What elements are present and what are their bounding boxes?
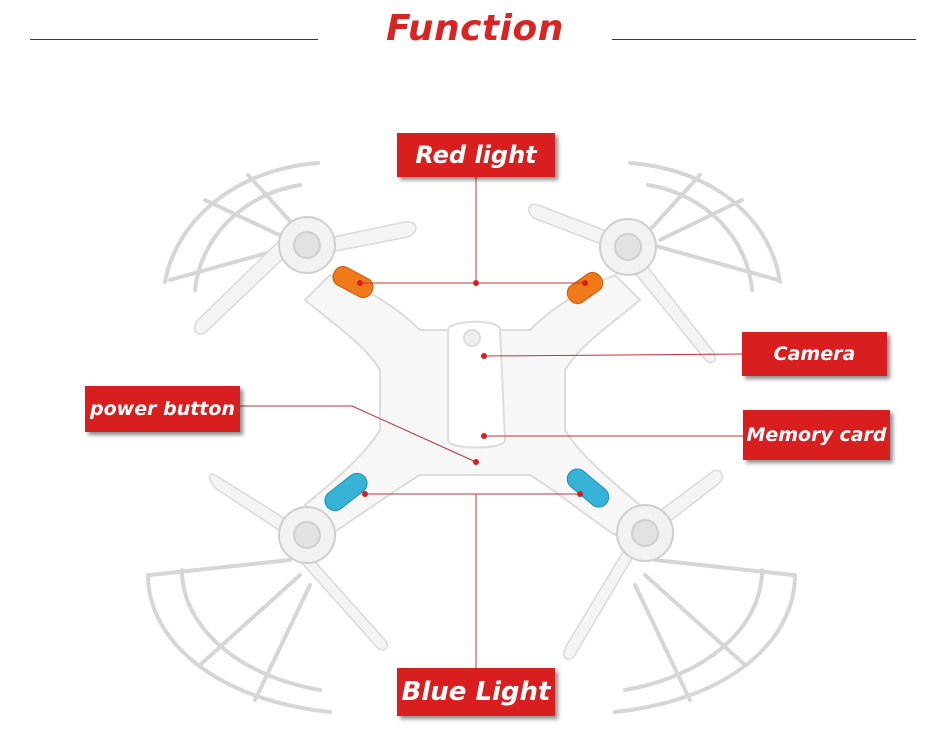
propeller-guards bbox=[146, 161, 797, 714]
blue-light-label: Blue Light bbox=[397, 668, 555, 716]
callout-points bbox=[357, 280, 588, 497]
page-title: Function bbox=[386, 8, 564, 49]
red-light-housings bbox=[332, 265, 604, 305]
leader-lines bbox=[240, 177, 743, 668]
drone-body bbox=[303, 273, 642, 537]
camera-label: Camera bbox=[742, 332, 887, 376]
title-rule-right bbox=[612, 39, 916, 40]
title-rule-left bbox=[30, 39, 318, 40]
power-button-label: power button bbox=[85, 386, 240, 432]
memory-card-label: Memory card bbox=[743, 410, 890, 460]
red-light-label: Red light bbox=[397, 133, 555, 177]
motor-pods bbox=[278, 216, 674, 564]
